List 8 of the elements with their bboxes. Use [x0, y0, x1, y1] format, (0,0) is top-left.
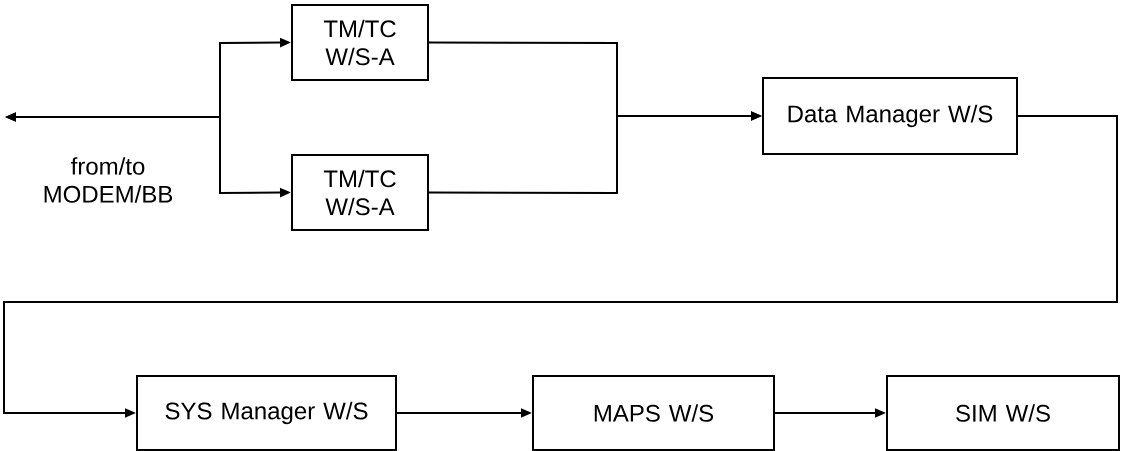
process-box: TM/TC W/S-A	[291, 154, 429, 231]
process-box: SIM W/S	[886, 375, 1120, 451]
process-box: TM/TC W/S-A	[291, 4, 429, 81]
process-box: MAPS W/S	[532, 375, 775, 451]
arrow	[3, 115, 1118, 418]
process-box: SYS Manager W/S	[136, 375, 397, 451]
process-box: Data Manager W/S	[762, 77, 1018, 155]
port-label: from/to MODEM/BB	[44, 157, 173, 203]
